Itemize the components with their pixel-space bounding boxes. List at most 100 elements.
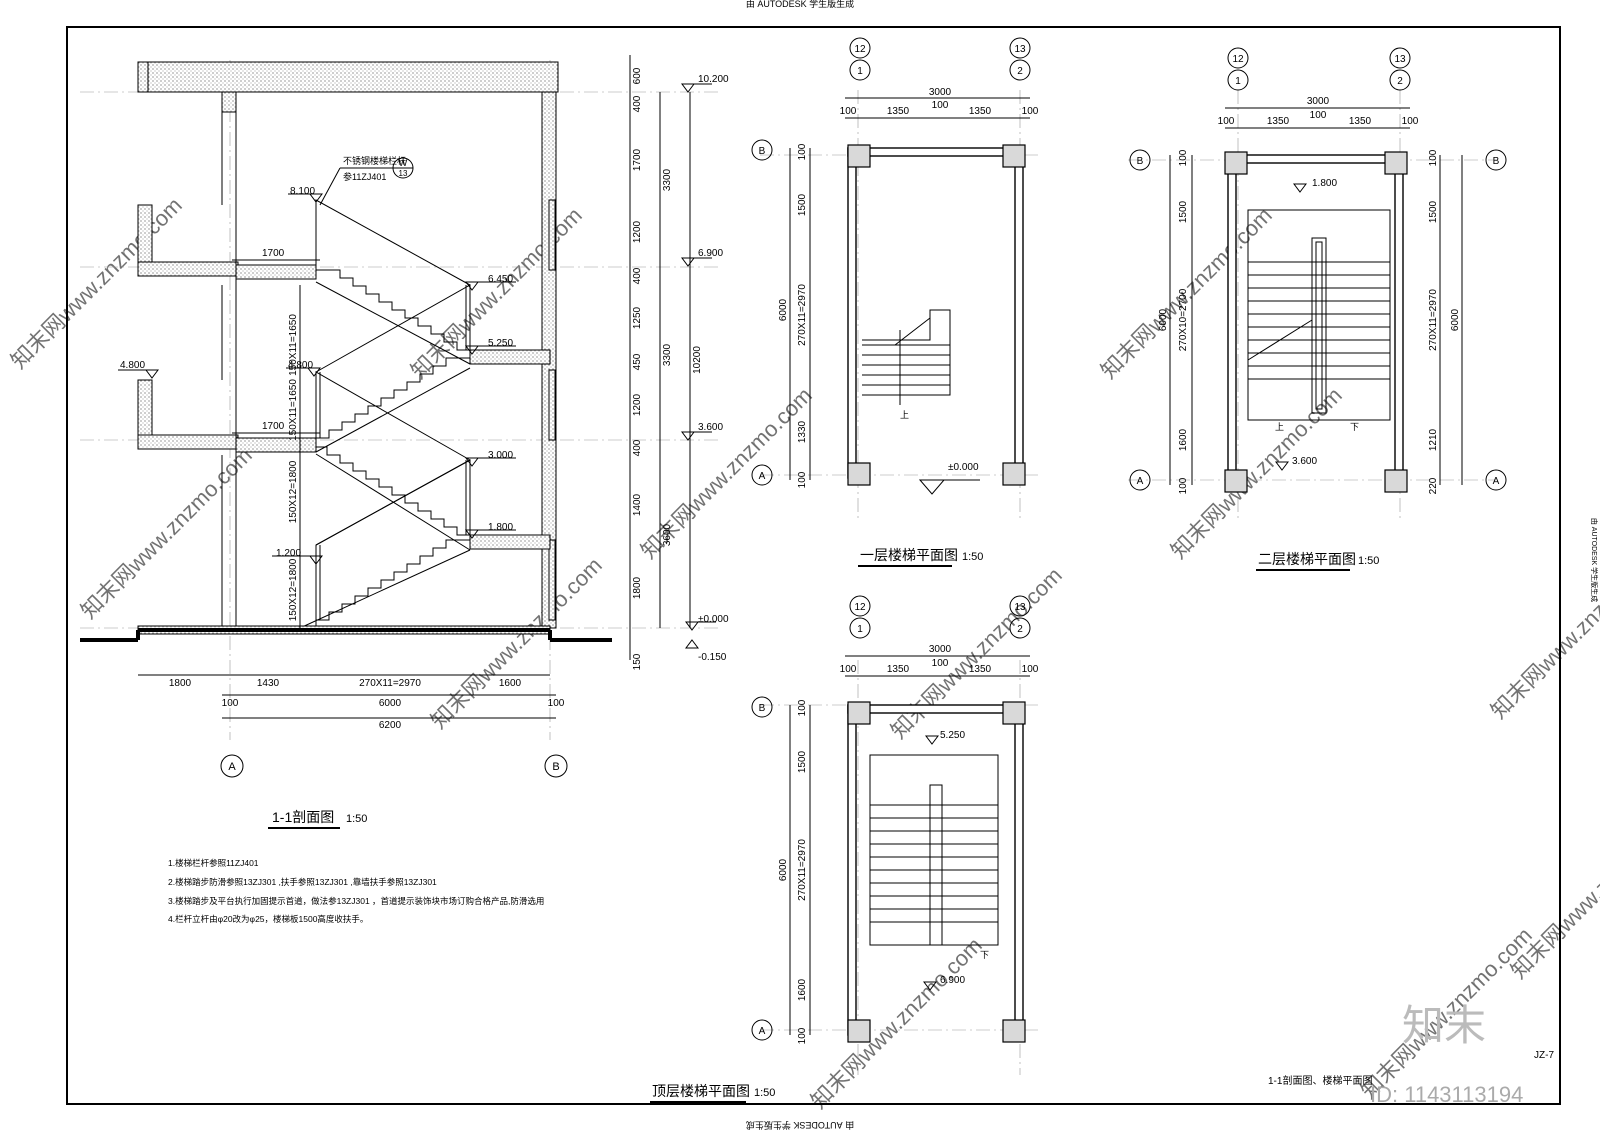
svg-text:100: 100 <box>1428 149 1439 166</box>
svg-text:100: 100 <box>1218 116 1235 127</box>
svg-text:下: 下 <box>1350 422 1359 432</box>
svg-text:A: A <box>759 1026 766 1037</box>
svg-text:13: 13 <box>1394 54 1406 65</box>
rail-symbol-bottom: 13 <box>399 169 408 178</box>
svg-text:1500: 1500 <box>797 750 808 773</box>
level-8100: 8.100 <box>290 186 315 197</box>
section-right-dims: 600 400 1700 1200 400 1250 450 1200 400 … <box>629 55 703 670</box>
svg-text:400: 400 <box>632 95 643 112</box>
svg-text:3300: 3300 <box>662 343 673 366</box>
level-0000: ±0.000 <box>698 614 729 625</box>
level-1200: 1.200 <box>276 548 301 559</box>
svg-text:270X11=2970: 270X11=2970 <box>1428 289 1439 351</box>
svg-text:100: 100 <box>797 699 808 716</box>
level-3600: 3.600 <box>698 422 723 433</box>
plan2-title: 二层楼梯平面图 <box>1258 551 1356 567</box>
flight-label-4: 150X12=1800 <box>288 558 299 621</box>
svg-text:6000: 6000 <box>1450 308 1461 331</box>
svg-text:3000: 3000 <box>1307 96 1330 107</box>
svg-text:3.600: 3.600 <box>1292 456 1317 467</box>
svg-text:知末网www.znzmo.com: 知末网www.znzmo.com <box>1166 382 1347 563</box>
svg-text:1350: 1350 <box>1349 116 1372 127</box>
svg-text:270X10=2700: 270X10=2700 <box>1178 288 1189 351</box>
level-minus-0150: -0.150 <box>698 652 727 663</box>
svg-text:600: 600 <box>632 67 643 84</box>
plan-top-floor: 12 1 13 2 3000 100 1350 100 1350 100 B A <box>650 595 1040 1103</box>
svg-text:上: 上 <box>900 410 909 420</box>
svg-text:3.楼梯踏步及平台执行加固提示首道，做法参13ZJ301 ，: 3.楼梯踏步及平台执行加固提示首道，做法参13ZJ301 ，首道提示装饰块市场订… <box>168 896 544 906</box>
svg-text:1600: 1600 <box>797 978 808 1001</box>
bottom-note: 由 AUTODESK 学生版生成 <box>746 1120 854 1131</box>
svg-text:1700: 1700 <box>632 148 643 171</box>
level-6900: 6.900 <box>698 248 723 259</box>
section-bottom-dims: 1800 1430 270X11=2970 1600 100 6000 100 … <box>138 674 565 731</box>
svg-text:1350: 1350 <box>1267 116 1290 127</box>
svg-text:6200: 6200 <box>379 720 402 731</box>
svg-text:1500: 1500 <box>1428 200 1439 223</box>
svg-text:100: 100 <box>1402 116 1419 127</box>
svg-text:220: 220 <box>1428 477 1439 494</box>
section-level-labels: 10.200 8.100 6.900 6.450 5.250 4.800 4.8… <box>118 74 729 663</box>
svg-text:1800: 1800 <box>169 678 192 689</box>
svg-text:1: 1 <box>857 624 863 635</box>
sheet-number: JZ-7 <box>1534 1050 1554 1061</box>
svg-text:知末网www.znzmo.com: 知末网www.znzmo.com <box>6 192 187 373</box>
svg-text:150: 150 <box>632 653 643 670</box>
level-4800-mid: 4.800 <box>288 360 313 371</box>
svg-text:1: 1 <box>1235 76 1241 87</box>
section-axis-a: A <box>228 761 236 773</box>
svg-text:4.栏杆立杆由φ20改为φ25，楼梯板1500高度收扶手。: 4.栏杆立杆由φ20改为φ25，楼梯板1500高度收扶手。 <box>168 914 368 924</box>
level-5250: 5.250 <box>488 338 513 349</box>
section-scale: 1:50 <box>346 813 367 825</box>
svg-text:100: 100 <box>797 471 808 488</box>
svg-text:10200: 10200 <box>692 346 703 374</box>
plan1-title: 一层楼梯平面图 <box>860 547 958 563</box>
svg-text:400: 400 <box>632 267 643 284</box>
svg-text:270X11=2970: 270X11=2970 <box>797 284 808 346</box>
svg-text:100: 100 <box>1178 149 1189 166</box>
svg-text:±0.000: ±0.000 <box>948 462 979 473</box>
svg-text:100: 100 <box>1178 477 1189 494</box>
svg-text:A: A <box>759 471 766 482</box>
side-note: 由 AUTODESK 学生版生成 <box>1590 518 1599 602</box>
plan3-scale: 1:50 <box>754 1087 775 1099</box>
svg-text:3000: 3000 <box>929 87 952 98</box>
svg-text:1200: 1200 <box>632 393 643 416</box>
svg-text:1200: 1200 <box>632 220 643 243</box>
svg-text:知末网www.znzmo.com: 知末网www.znzmo.com <box>886 562 1067 743</box>
svg-text:6000: 6000 <box>778 858 789 881</box>
svg-text:1430: 1430 <box>257 678 280 689</box>
svg-text:B: B <box>759 146 766 157</box>
sheet-title: 1-1剖面图、楼梯平面图 <box>1268 1074 1372 1087</box>
flight-label-3: 150X12=1800 <box>288 460 299 523</box>
svg-text:1800: 1800 <box>632 576 643 599</box>
svg-text:3600: 3600 <box>662 523 673 546</box>
svg-text:100: 100 <box>932 100 949 111</box>
svg-text:知末网www.znzmo.com: 知末网www.znzmo.com <box>426 552 607 733</box>
svg-text:知末网www.znzmo.com: 知末网www.znzmo.com <box>1506 802 1600 983</box>
svg-text:2.楼梯踏步防滑参照13ZJ301 ,扶手参照13ZJ301: 2.楼梯踏步防滑参照13ZJ301 ,扶手参照13ZJ301 ,靠墙扶手参照13… <box>168 877 437 887</box>
plan-second-floor: 12 1 13 2 3000 100 1350 100 1350 100 B A… <box>1128 47 1507 571</box>
plan2-scale: 1:50 <box>1358 555 1379 567</box>
plan3-title: 顶层楼梯平面图 <box>652 1083 750 1099</box>
svg-text:B: B <box>1493 156 1500 167</box>
svg-text:1500: 1500 <box>1178 200 1189 223</box>
svg-text:100: 100 <box>797 1027 808 1044</box>
svg-text:A: A <box>1493 476 1500 487</box>
svg-text:100: 100 <box>840 664 857 675</box>
svg-text:1330: 1330 <box>797 420 808 443</box>
id-text: ID: 1143113194 <box>1370 1082 1523 1107</box>
svg-text:2: 2 <box>1397 76 1403 87</box>
flight-label-2: 150X11=1650 <box>288 379 299 441</box>
svg-text:1600: 1600 <box>499 678 522 689</box>
svg-text:5.250: 5.250 <box>940 730 965 741</box>
svg-text:1.800: 1.800 <box>1312 178 1337 189</box>
svg-text:2: 2 <box>1017 624 1023 635</box>
svg-text:3000: 3000 <box>929 644 952 655</box>
svg-text:1210: 1210 <box>1428 428 1439 451</box>
section-axis-b: B <box>552 761 559 773</box>
rail-ref: 参11ZJ401 <box>343 171 386 182</box>
landing-width-upper: 1700 <box>262 248 285 259</box>
plan1-scale: 1:50 <box>962 551 983 563</box>
svg-text:12: 12 <box>854 44 866 55</box>
